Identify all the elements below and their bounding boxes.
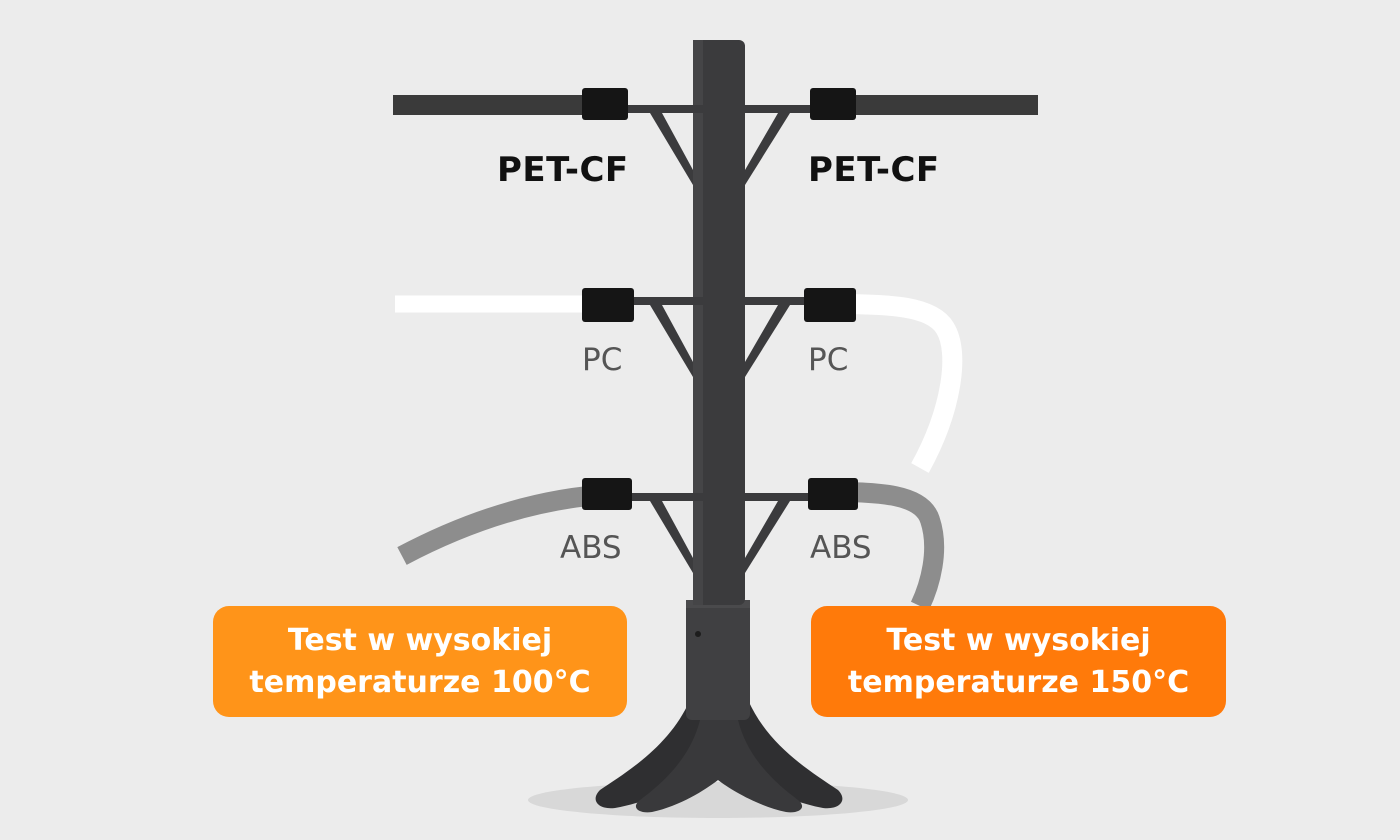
arm-low	[610, 493, 835, 573]
clamp-mid-right	[804, 288, 856, 322]
stand-sleeve	[686, 600, 750, 720]
stand-sleeve-hole	[695, 631, 701, 637]
stand-base-front-leg	[635, 720, 803, 813]
arm-top	[610, 105, 835, 185]
pc-strip-right	[834, 294, 963, 473]
badge-100c-line2: temperaturze 100°C	[249, 664, 591, 700]
petcf-strip-right	[830, 95, 1038, 115]
label-abs-right: ABS	[810, 530, 872, 566]
clamp-low-left	[582, 478, 632, 510]
badge-100c: Test w wysokiej temperaturze 100°C	[213, 606, 627, 717]
arm-middle	[610, 297, 835, 377]
badge-150c-line1: Test w wysokiej	[886, 622, 1151, 658]
badge-150c-line2: temperaturze 150°C	[847, 664, 1190, 700]
label-petcf-right: PET-CF	[808, 150, 940, 190]
stand-pole	[693, 40, 745, 605]
label-petcf-left: PET-CF	[497, 150, 629, 190]
stand-pole-highlight	[693, 40, 703, 605]
label-abs-left: ABS	[560, 530, 622, 566]
clamp-top-right	[810, 88, 856, 120]
floor-shadow	[528, 782, 908, 818]
label-pc-left: PC	[582, 342, 623, 378]
label-pc-right: PC	[808, 342, 849, 378]
clamp-top-left	[582, 88, 628, 120]
abs-strip-right	[829, 482, 945, 611]
clamp-mid-left	[582, 288, 634, 322]
badge-100c-line1: Test w wysokiej	[287, 622, 553, 658]
badge-150c: Test w wysokiej temperaturze 150°C	[811, 606, 1226, 717]
clamp-low-right	[808, 478, 858, 510]
petcf-strip-left	[393, 95, 613, 115]
